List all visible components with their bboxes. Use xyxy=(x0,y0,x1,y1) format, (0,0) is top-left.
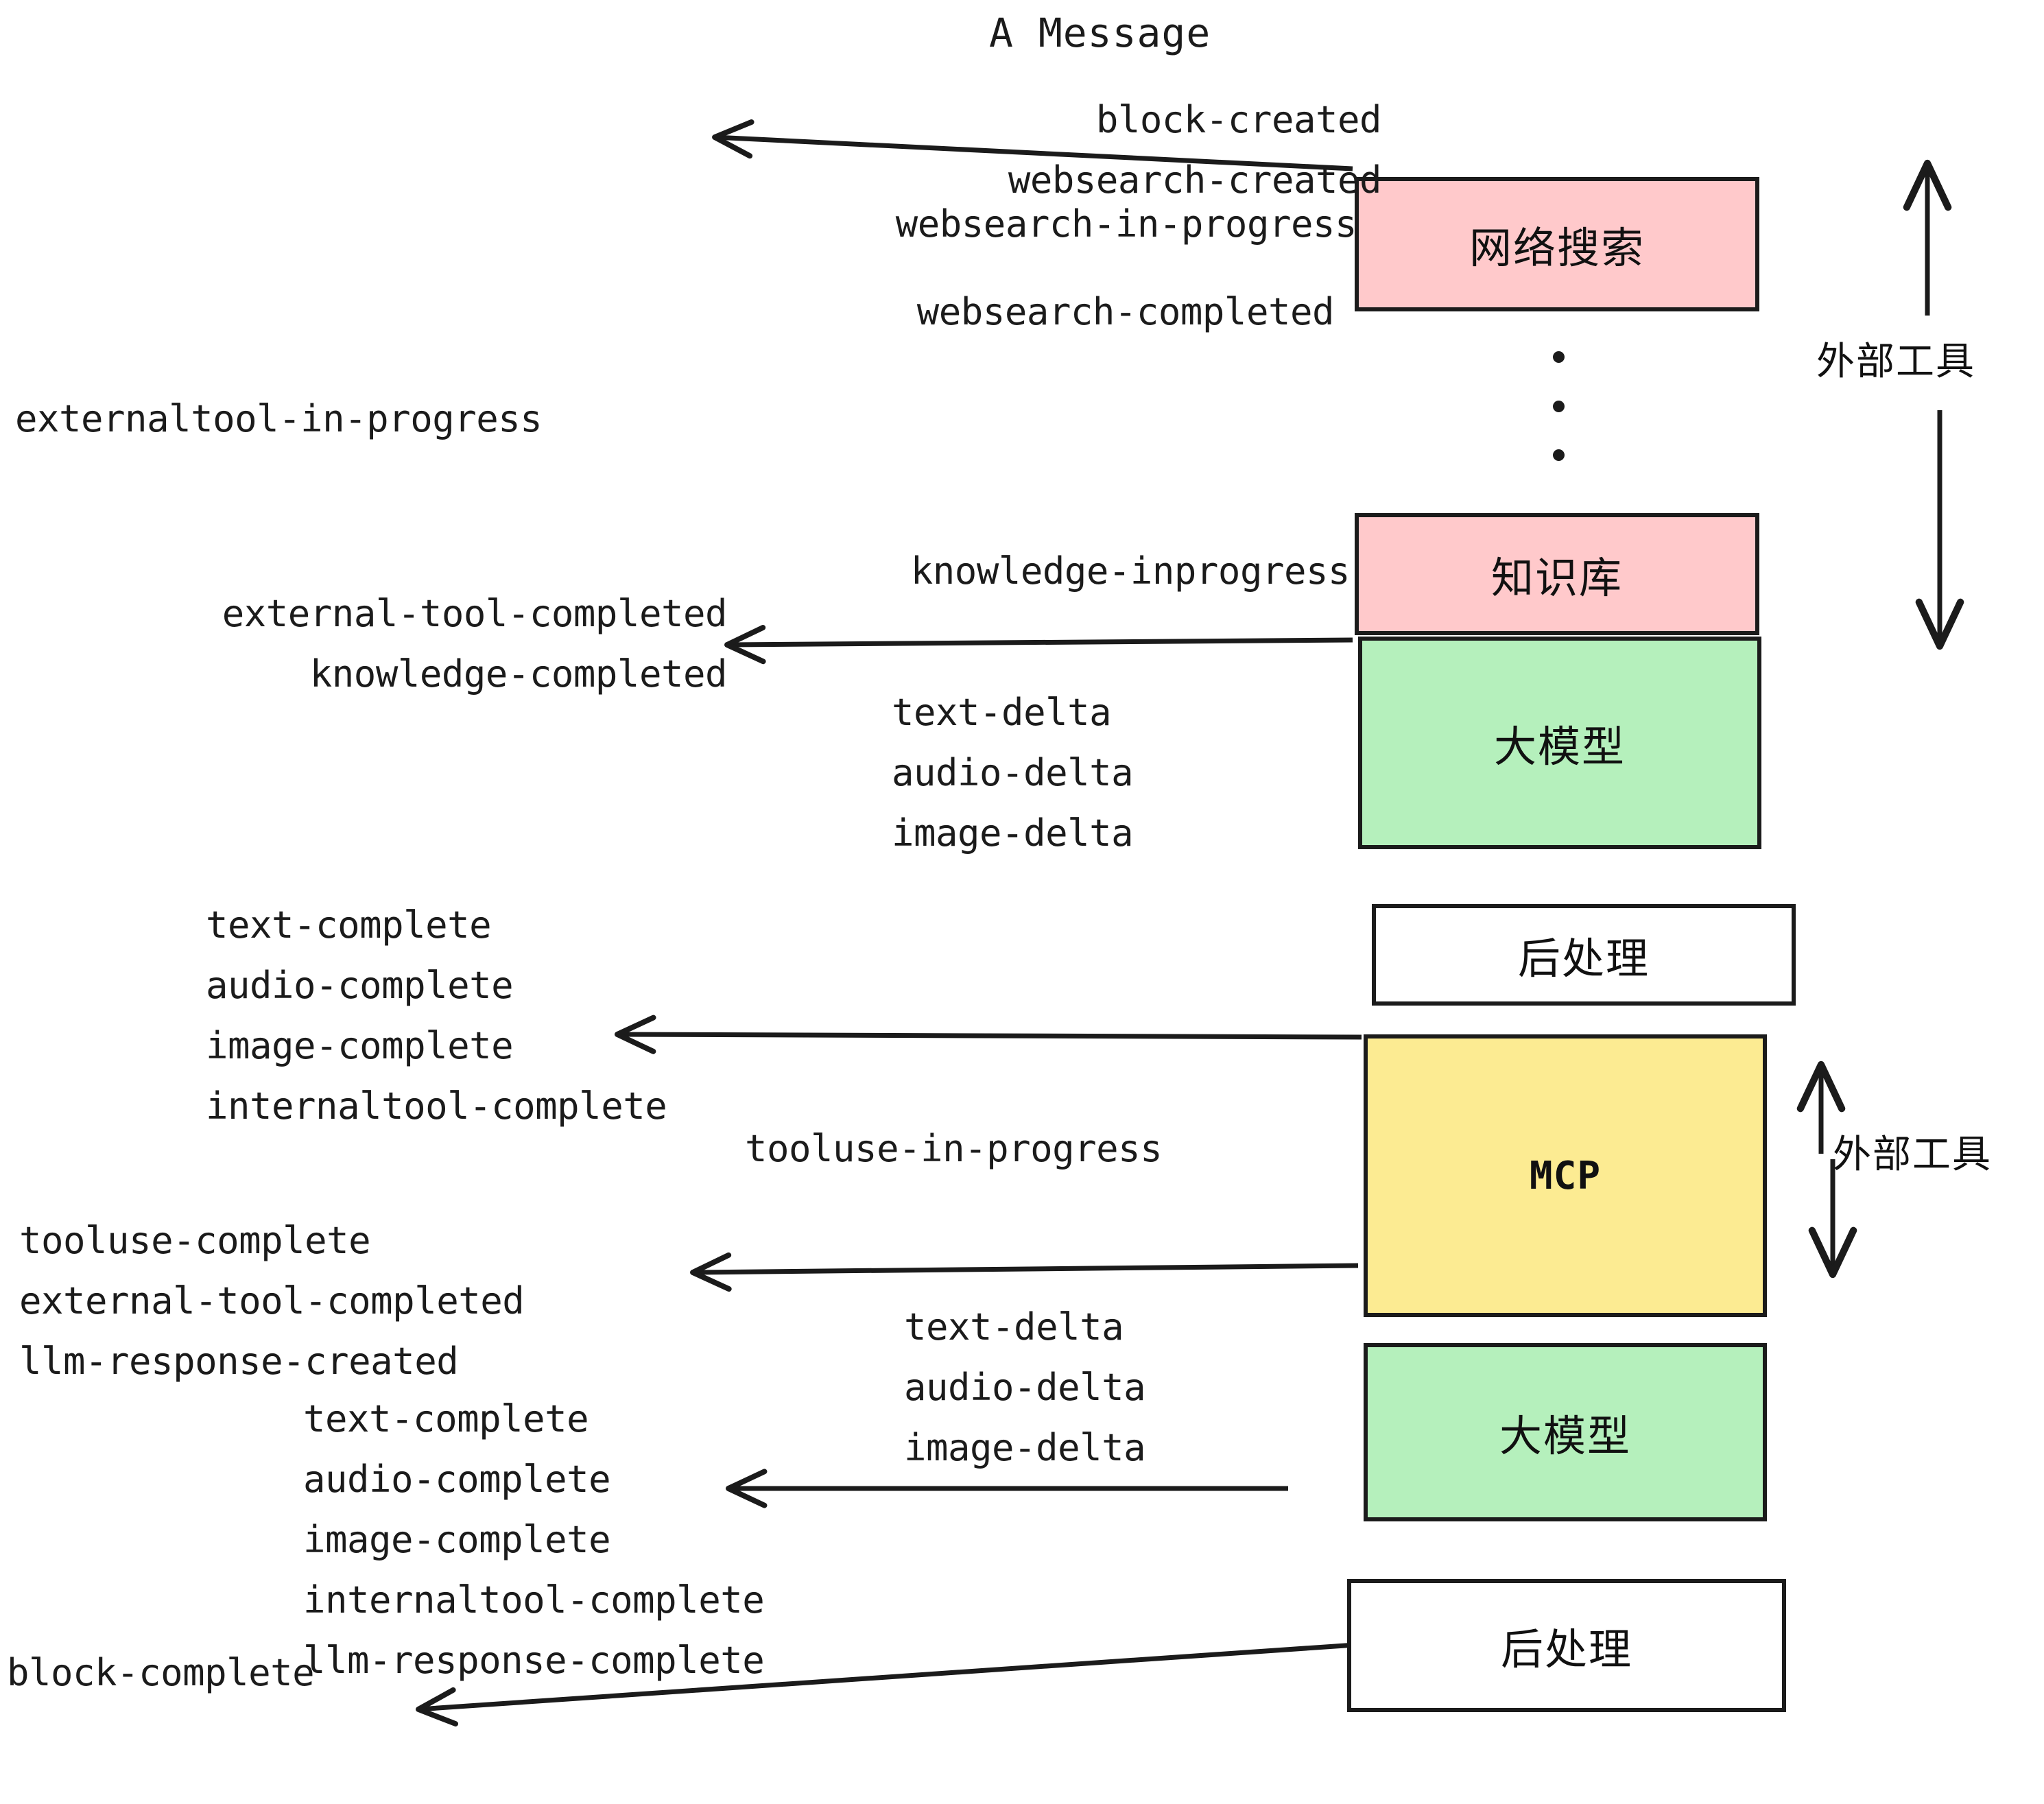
event-label: tooluse-in-progress xyxy=(745,1127,1163,1170)
event-label: block-created xyxy=(1095,98,1382,141)
event-label: audio-delta xyxy=(892,751,1134,794)
node-label-llm-1: 大模型 xyxy=(1493,722,1626,772)
event-label: knowledge-inprogress xyxy=(910,549,1351,593)
arrow-knowledge-to-knowledge-completed xyxy=(724,624,1353,665)
node-label-knowledge: 知识库 xyxy=(1490,553,1623,603)
event-label: external-tool-completed xyxy=(19,1279,525,1322)
event-label: text-delta xyxy=(892,691,1112,734)
node-postprocess-2: 后处理 xyxy=(1347,1579,1786,1712)
event-label: image-delta xyxy=(904,1426,1146,1469)
node-mcp: MCP xyxy=(1364,1034,1767,1317)
node-postprocess-1: 后处理 xyxy=(1372,904,1796,1006)
event-label: image-delta xyxy=(892,811,1134,855)
event-label: websearch-created xyxy=(1008,158,1382,202)
event-label: audio-delta xyxy=(904,1366,1146,1409)
event-label: knowledge-completed xyxy=(309,652,728,696)
event-label: text-complete xyxy=(303,1397,589,1440)
event-label: text-delta xyxy=(904,1305,1124,1349)
arrow-postprocess1-to-image-complete xyxy=(615,1014,1362,1054)
event-label: external-tool-completed xyxy=(222,592,728,635)
node-label-postprocess-2: 后处理 xyxy=(1500,1624,1632,1674)
node-llm-2: 大模型 xyxy=(1364,1343,1767,1521)
event-label: internaltool-complete xyxy=(303,1578,765,1622)
node-label-mcp: MCP xyxy=(1529,1153,1602,1198)
arrow-mcp-to-tooluse-complete xyxy=(690,1252,1359,1292)
event-label: internaltool-complete xyxy=(206,1084,667,1128)
event-label: llm-response-created xyxy=(19,1340,459,1383)
group-label-external-tools-bottom: 外部工具 xyxy=(1833,1132,1992,1177)
event-label: websearch-completed xyxy=(916,290,1335,333)
node-websearch: 网络搜索 xyxy=(1355,177,1759,311)
page-title: A Message xyxy=(989,10,1211,56)
event-label: externaltool-in-progress xyxy=(15,397,543,440)
event-label: audio-complete xyxy=(206,964,514,1007)
node-knowledge: 知识库 xyxy=(1355,513,1759,635)
event-label: text-complete xyxy=(206,903,492,947)
group-label-external-tools-top: 外部工具 xyxy=(1816,340,1975,384)
event-label: image-complete xyxy=(206,1024,514,1067)
event-label: audio-complete xyxy=(303,1458,611,1501)
event-label: websearch-in-progress xyxy=(895,202,1357,246)
event-label: block-complete xyxy=(7,1651,315,1694)
node-label-llm-2: 大模型 xyxy=(1499,1411,1631,1461)
event-label: image-complete xyxy=(303,1518,611,1561)
node-label-postprocess-1: 后处理 xyxy=(1517,934,1650,984)
node-llm-1: 大模型 xyxy=(1358,637,1761,849)
node-label-websearch: 网络搜索 xyxy=(1469,223,1645,273)
event-label: tooluse-complete xyxy=(19,1219,371,1262)
event-label: llm-response-complete xyxy=(303,1639,765,1682)
vertical-ellipsis-icon xyxy=(1552,351,1565,461)
